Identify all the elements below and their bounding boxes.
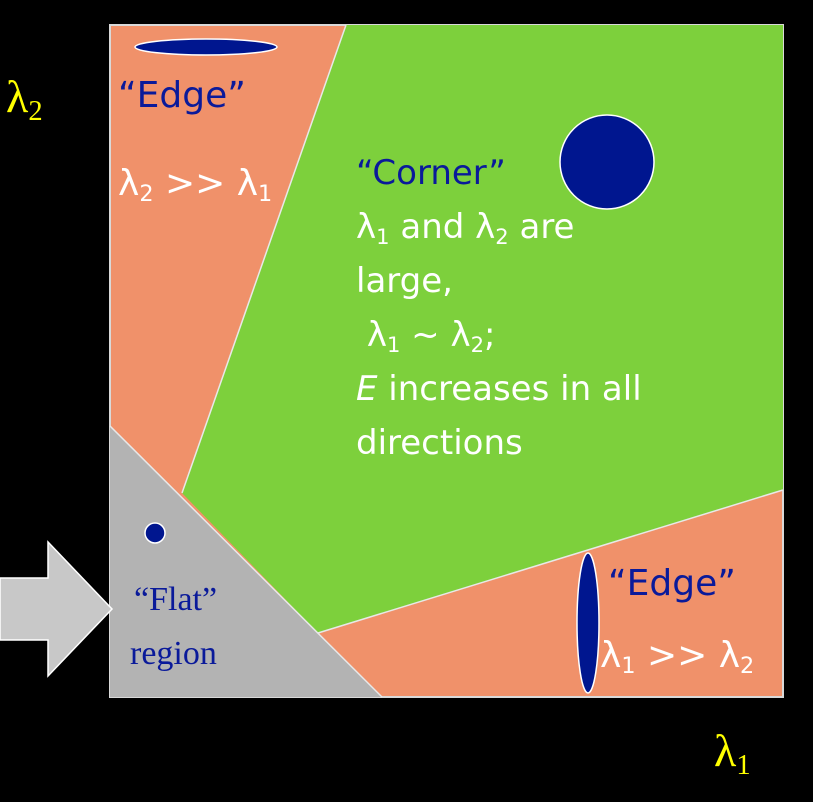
flat-label-line1: “Flat” [134,581,218,618]
edge-corner-boundary-bottom [317,489,784,634]
small-circle-icon [144,522,166,544]
corner-description: “Corner” λ1 and λ2 are large, λ1 ~ λ2; E… [356,146,736,470]
edge-bottom-title: “Edge” [608,563,736,604]
x-axis-label: λ1 [714,725,751,781]
flat-label-line2: region [130,635,217,672]
corner-title: “Corner” [356,153,506,193]
edge-corner-boundary-left [181,24,347,494]
corner-line4: E increases in all [356,369,642,409]
y-axis-label: λ2 [6,71,43,127]
edge-top-title: “Edge” [118,75,246,116]
edge-top-relation: λ2 >> λ1 [118,163,273,208]
flat-boundary [109,425,383,698]
edge-bottom-relation: λ1 >> λ2 [600,635,755,680]
vertical-ellipse-icon [576,552,600,694]
circle-ellipse-icon [559,114,655,210]
corner-line3: λ1 ~ λ2; [366,315,496,357]
corner-line1: λ1 and λ2 are [356,207,575,249]
horizontal-ellipse-icon [134,38,278,56]
corner-line5: directions [356,423,523,463]
corner-line2: large, [356,261,453,301]
right-arrow-icon [0,540,114,678]
